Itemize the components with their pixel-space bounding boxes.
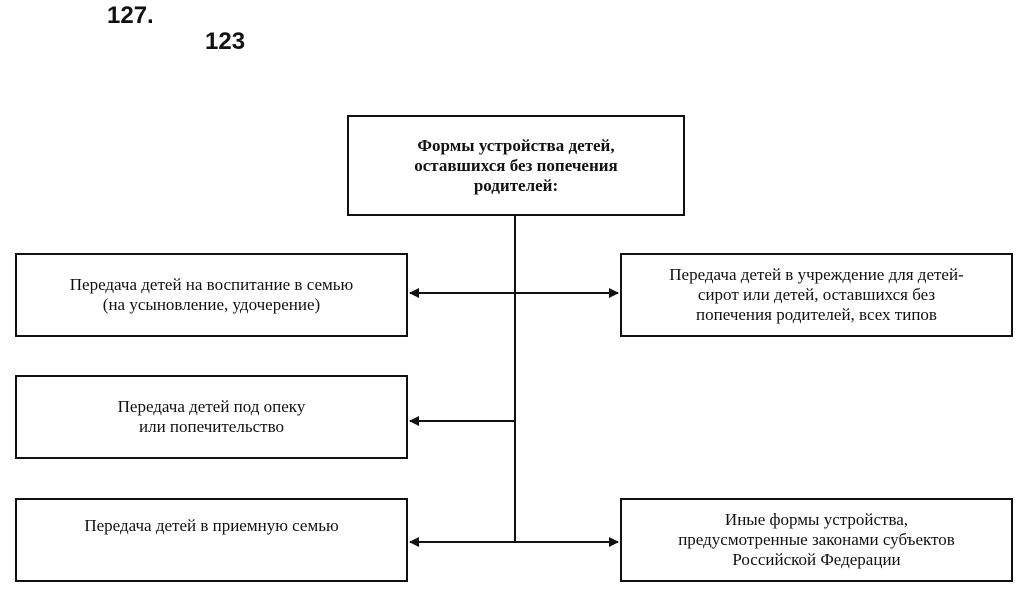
answer-number: 123 xyxy=(205,28,246,55)
left-box-foster-family: Передача детей в приемную семью xyxy=(15,498,408,582)
left-box-2-text: Передача детей под опеку или попечительс… xyxy=(117,397,306,436)
problem-number: 127. xyxy=(107,2,154,29)
right-box-other-forms: Иные формы устройства, предусмотренные з… xyxy=(620,498,1013,582)
left-box-family-upbringing: Передача детей на воспитание в семью (на… xyxy=(15,253,408,337)
right-box-2-text: Иные формы устройства, предусмотренные з… xyxy=(678,510,955,569)
left-box-guardianship: Передача детей под опеку или попечительс… xyxy=(15,375,408,459)
root-box: Формы устройства детей, оставшихся без п… xyxy=(347,115,685,216)
left-box-1-text: Передача детей на воспитание в семью (на… xyxy=(69,275,354,314)
right-box-1-text: Передача детей в учреждение для детей- с… xyxy=(669,265,964,324)
root-box-text: Формы устройства детей, оставшихся без п… xyxy=(414,135,618,195)
left-box-3-text: Передача детей в приемную семью xyxy=(84,516,339,535)
right-box-institution: Передача детей в учреждение для детей- с… xyxy=(620,253,1013,337)
